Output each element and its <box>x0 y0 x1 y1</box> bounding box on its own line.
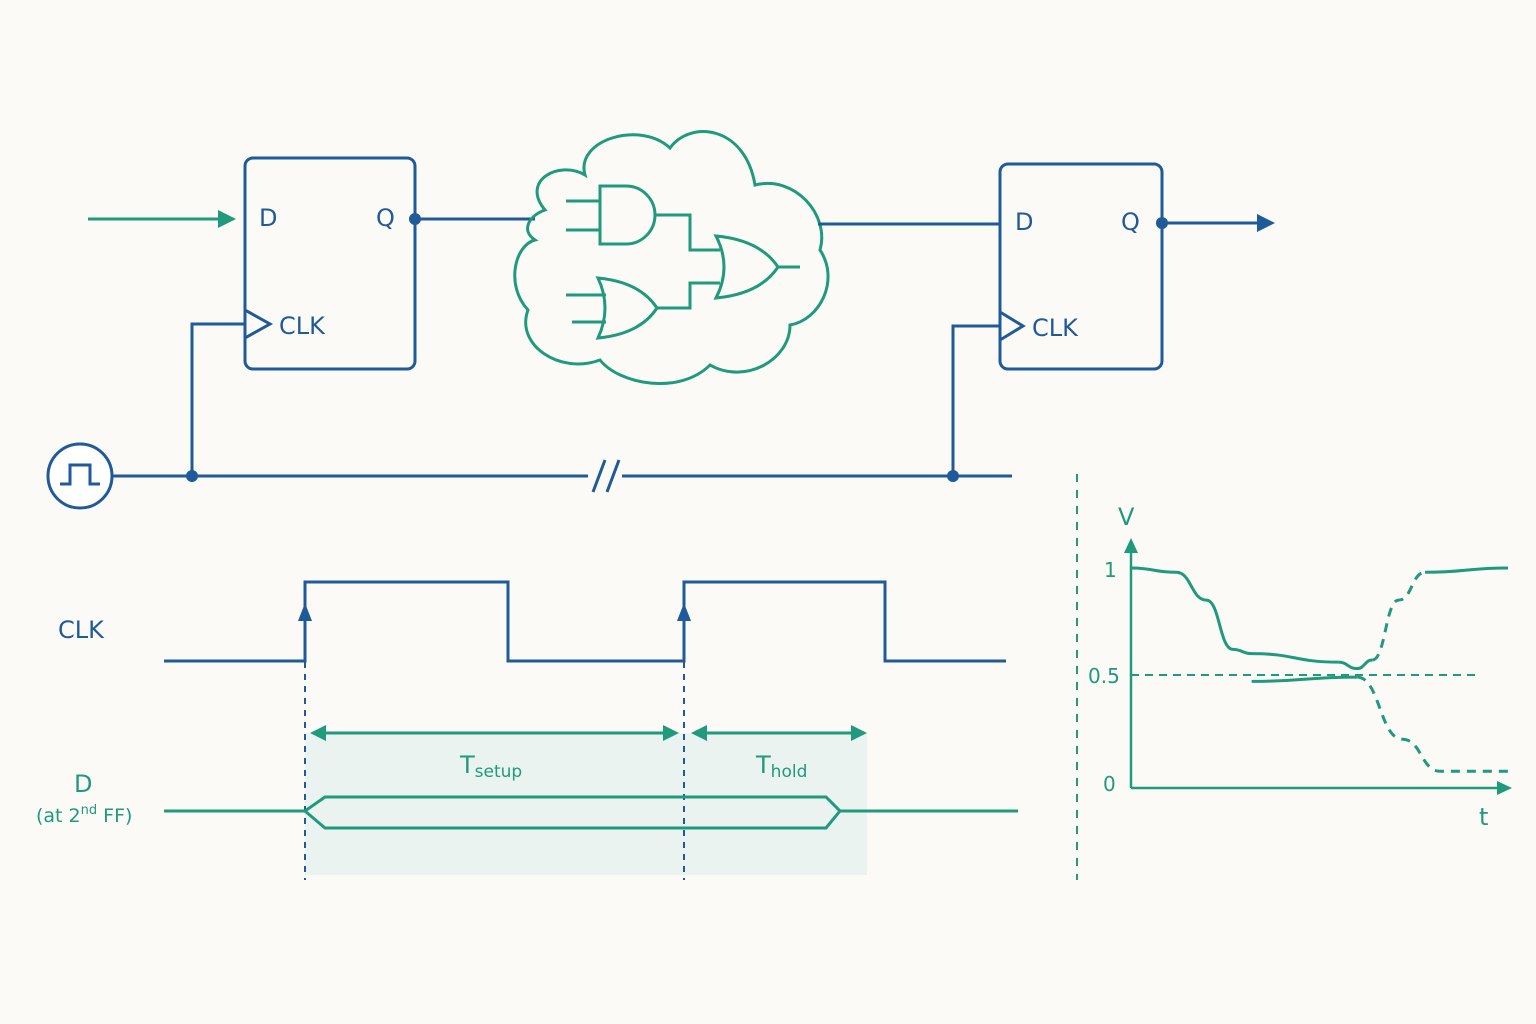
voltage-plot: V t 1 0.5 0 <box>1088 503 1512 831</box>
flipflop-2-d-label: D <box>1015 208 1033 236</box>
break-mark-icon <box>591 459 621 493</box>
timing-clk-label: CLK <box>58 616 105 644</box>
setup-time-label: Tsetup <box>459 751 522 782</box>
flipflop-1-body <box>243 156 417 371</box>
setup-time-arrow <box>310 725 679 741</box>
rising-edge-arrow-icon <box>298 603 312 621</box>
and-gate-icon <box>598 184 657 246</box>
y-tick-label: 1 <box>1104 558 1117 582</box>
hold-time-label: Thold <box>755 751 807 782</box>
voltage-series-2 <box>1371 570 1426 662</box>
timing-window-shading <box>305 733 867 875</box>
input-arrow <box>88 210 236 228</box>
timing-waveforms: CLK Tsetup Thold D (at 2nd FF) <box>36 580 1018 880</box>
or-gate-icon <box>713 234 780 300</box>
cloud-outline <box>513 130 830 385</box>
square-pulse-icon <box>46 442 114 510</box>
flipflop-1-clk-label: CLK <box>279 312 326 340</box>
clock-junction <box>186 470 198 482</box>
timing-d-label: D <box>74 770 92 798</box>
d-waveform <box>164 795 1018 830</box>
voltage-series-0 <box>1130 566 1339 664</box>
voltage-series-3 <box>1425 566 1509 574</box>
voltage-series-1 <box>1338 658 1373 671</box>
y-axis-label: V <box>1118 503 1135 531</box>
combinational-logic-cloud <box>513 130 830 385</box>
y-tick-label: 0.5 <box>1088 664 1120 688</box>
flipflop-1-d-label: D <box>259 204 277 232</box>
voltage-series-4 <box>1251 675 1358 683</box>
x-axis-arrow-icon <box>1497 781 1512 795</box>
plot-series <box>1130 566 1509 773</box>
flipflop-2-clk-triangle <box>999 310 1026 342</box>
flipflop-2-body <box>998 162 1164 371</box>
y-axis-arrow-icon <box>1124 538 1138 553</box>
hold-time-arrow <box>691 725 867 741</box>
flipflop-2-q-label: Q <box>1121 208 1140 236</box>
or-gate-icon <box>595 276 659 340</box>
clock-junction <box>947 470 959 482</box>
voltage-series-5 <box>1356 675 1508 773</box>
flipflop-1-clk-triangle <box>244 308 274 340</box>
output-arrow <box>1162 214 1275 232</box>
x-axis-label: t <box>1479 803 1488 831</box>
clk-waveform <box>164 580 1006 663</box>
rising-edge-arrow-icon <box>677 603 691 621</box>
flipflop-2-clk-label: CLK <box>1032 314 1079 342</box>
flipflop-1-q-label: Q <box>376 204 395 232</box>
clock-source <box>46 442 114 510</box>
flipflop-2: D Q CLK <box>998 162 1168 371</box>
y-tick-label: 0 <box>1103 772 1116 796</box>
timing-d-sublabel: (at 2nd FF) <box>36 803 132 827</box>
